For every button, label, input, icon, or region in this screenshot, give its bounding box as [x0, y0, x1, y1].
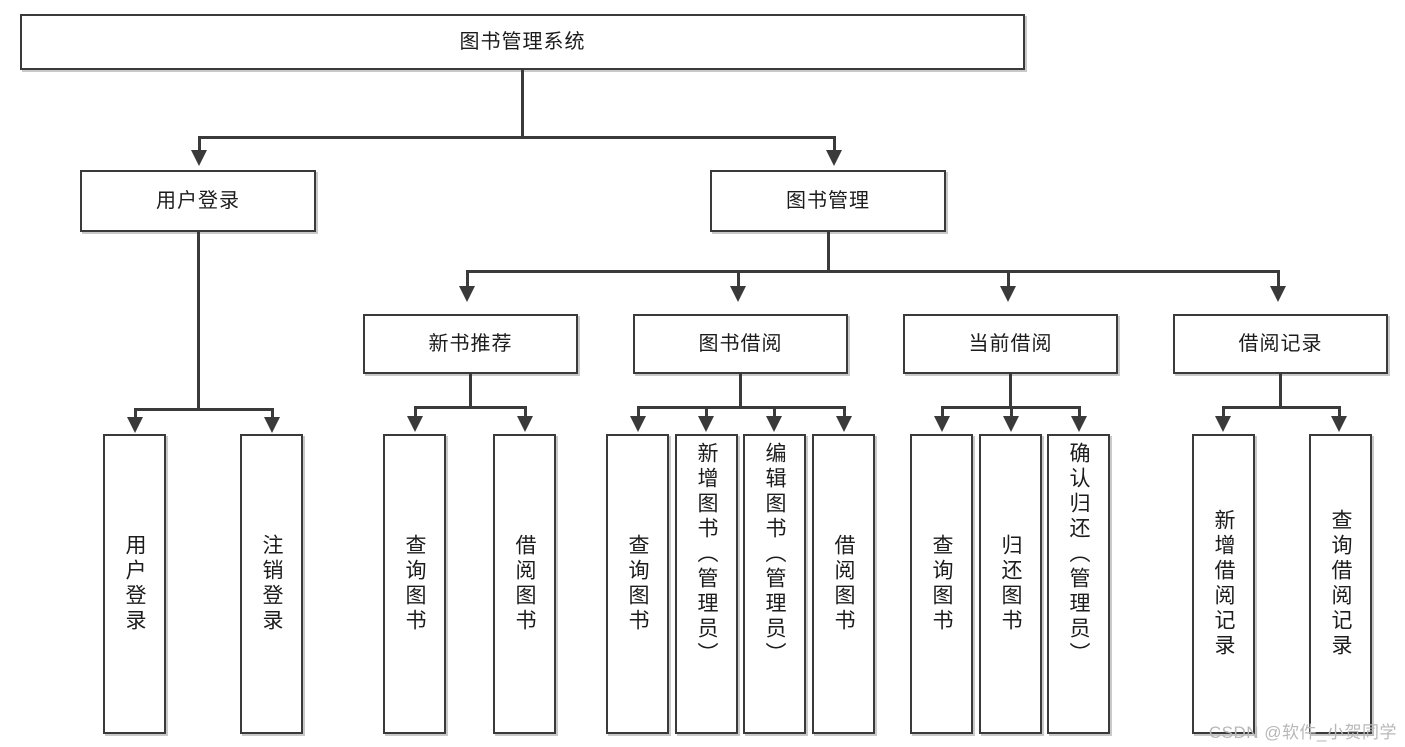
connector-br-stem — [1279, 374, 1282, 408]
arrow-root-to-book-manage — [826, 150, 842, 166]
node-label: 编辑图书（管理员） — [763, 442, 786, 667]
connector-bb-drop-3 — [773, 406, 776, 418]
connector-user-login-bus — [134, 408, 273, 411]
node-book-borrow[interactable]: 图书借阅 — [633, 314, 848, 374]
connector-nbr-drop-1 — [414, 406, 417, 418]
leaf-confirm-return-admin[interactable]: 确认归还（管理员） — [1047, 434, 1110, 734]
arrow-to-leaf-add-record — [1215, 416, 1231, 432]
arrow-to-leaf-query-record — [1331, 416, 1347, 432]
node-label: 用户登录 — [123, 534, 146, 634]
connector-bm-drop-4 — [1277, 270, 1280, 292]
connector-root-drop-2 — [833, 136, 836, 156]
connector-cb-drop-3 — [1078, 406, 1081, 418]
node-current-borrow[interactable]: 当前借阅 — [903, 314, 1118, 374]
connector-user-login-drop-1 — [134, 408, 137, 420]
leaf-query-borrow-record[interactable]: 查询借阅记录 — [1309, 434, 1372, 734]
leaf-query-book-recommend[interactable]: 查询图书 — [383, 434, 446, 734]
node-label: 图书管理系统 — [459, 30, 586, 53]
leaf-user-login[interactable]: 用户登录 — [103, 434, 166, 734]
arrow-to-book-borrow — [730, 286, 746, 302]
connector-cb-drop-1 — [941, 406, 944, 418]
leaf-query-book-borrow[interactable]: 查询图书 — [606, 434, 669, 734]
node-label: 借阅记录 — [1238, 332, 1323, 355]
connector-nbr-stem — [469, 374, 472, 408]
connector-br-drop-2 — [1338, 406, 1341, 418]
node-label: 查询图书 — [403, 534, 426, 634]
connector-nbr-bus — [414, 406, 526, 409]
leaf-add-book-admin[interactable]: 新增图书（管理员） — [675, 434, 738, 734]
node-label: 归还图书 — [999, 534, 1022, 634]
arrow-to-leaf-logout — [264, 417, 280, 433]
leaf-query-book-current[interactable]: 查询图书 — [910, 434, 973, 734]
connector-bm-drop-2 — [737, 270, 740, 292]
arrow-to-borrow-record — [1270, 286, 1286, 302]
connector-bb-drop-4 — [843, 406, 846, 418]
node-label: 新增图书（管理员） — [695, 442, 718, 667]
connector-bm-drop-1 — [466, 270, 469, 292]
arrow-to-leaf-query-book-bb — [630, 416, 646, 432]
arrow-root-to-user-login — [191, 150, 207, 166]
arrow-to-leaf-add-book — [698, 416, 714, 432]
node-label: 注销登录 — [260, 534, 283, 634]
connector-user-login-drop-2 — [271, 408, 274, 420]
connector-root-drop-1 — [198, 136, 201, 156]
leaf-logout[interactable]: 注销登录 — [240, 434, 303, 734]
leaf-edit-book-admin[interactable]: 编辑图书（管理员） — [743, 434, 806, 734]
arrow-to-leaf-query-book-nbr — [407, 416, 423, 432]
node-label: 图书借阅 — [698, 332, 783, 355]
node-label: 图书管理 — [786, 189, 870, 212]
node-user-login[interactable]: 用户登录 — [80, 170, 316, 232]
connector-bm-drop-3 — [1007, 270, 1010, 292]
connector-root-stem — [521, 70, 524, 138]
node-root-system[interactable]: 图书管理系统 — [20, 14, 1025, 70]
node-label: 查询图书 — [626, 534, 649, 634]
leaf-borrow-book-recommend[interactable]: 借阅图书 — [493, 434, 556, 734]
arrow-to-new-book-recommend — [459, 286, 475, 302]
node-label: 查询图书 — [930, 534, 953, 634]
arrow-to-leaf-borrow-book-bb — [836, 416, 852, 432]
leaf-return-book[interactable]: 归还图书 — [979, 434, 1042, 734]
node-label: 用户登录 — [156, 189, 240, 212]
connector-nbr-drop-2 — [524, 406, 527, 418]
arrow-to-leaf-edit-book — [766, 416, 782, 432]
connector-bb-drop-1 — [637, 406, 640, 418]
node-label: 确认归还（管理员） — [1067, 442, 1090, 667]
connector-br-bus — [1222, 406, 1340, 409]
leaf-borrow-book[interactable]: 借阅图书 — [812, 434, 875, 734]
arrow-to-leaf-query-book-cb — [934, 416, 950, 432]
arrow-to-leaf-confirm-return — [1071, 416, 1087, 432]
node-new-book-recommend[interactable]: 新书推荐 — [363, 314, 578, 374]
arrow-to-leaf-return-book — [1003, 416, 1019, 432]
connector-br-drop-1 — [1222, 406, 1225, 418]
connector-cb-drop-2 — [1010, 406, 1013, 418]
node-label: 借阅图书 — [513, 534, 536, 634]
arrow-to-leaf-user-login — [127, 417, 143, 433]
node-label: 新书推荐 — [428, 332, 513, 355]
connector-book-manage-bus — [466, 270, 1280, 273]
node-label: 借阅图书 — [832, 534, 855, 634]
connector-root-bus — [198, 136, 835, 139]
connector-cb-stem — [1009, 374, 1012, 408]
node-label: 新增借阅记录 — [1212, 509, 1235, 659]
connector-bb-bus — [637, 406, 845, 409]
node-book-management[interactable]: 图书管理 — [710, 170, 946, 232]
node-label: 当前借阅 — [968, 332, 1053, 355]
connector-bb-drop-2 — [705, 406, 708, 418]
arrow-to-leaf-borrow-book-nbr — [517, 416, 533, 432]
node-label: 查询借阅记录 — [1329, 509, 1352, 659]
connector-user-login-stem — [197, 232, 200, 410]
connector-book-manage-stem — [827, 232, 830, 272]
node-borrow-record[interactable]: 借阅记录 — [1173, 314, 1388, 374]
arrow-to-current-borrow — [1000, 286, 1016, 302]
leaf-add-borrow-record[interactable]: 新增借阅记录 — [1192, 434, 1255, 734]
connector-bb-stem — [739, 374, 742, 408]
